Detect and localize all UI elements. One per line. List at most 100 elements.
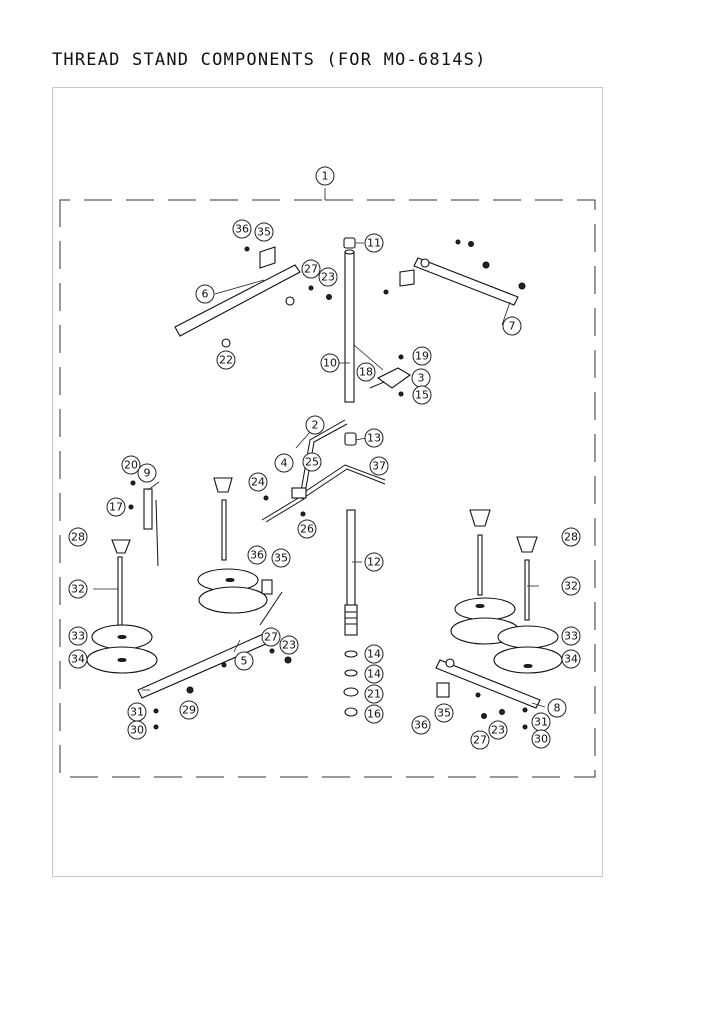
- leader-lines: [93, 242, 546, 708]
- right-spool-holder-b: [493, 536, 563, 674]
- callout-26: 26: [297, 519, 317, 539]
- svg-text:25: 25: [305, 456, 319, 469]
- svg-text:1: 1: [322, 170, 329, 183]
- svg-text:3: 3: [418, 372, 425, 385]
- center-spool-holder: [197, 477, 268, 614]
- svg-text:29: 29: [182, 704, 196, 717]
- svg-text:36: 36: [250, 549, 264, 562]
- callout-31: 31: [531, 712, 551, 732]
- svg-text:20: 20: [124, 459, 138, 472]
- callout-29: 29: [179, 700, 199, 720]
- callout-36: 36: [232, 219, 252, 239]
- upper-right-arm: [383, 239, 526, 306]
- svg-text:27: 27: [264, 631, 278, 644]
- pole-washers: [343, 650, 359, 717]
- callout-28: 28: [68, 527, 88, 547]
- svg-text:14: 14: [367, 648, 381, 661]
- svg-text:23: 23: [491, 724, 505, 737]
- svg-text:10: 10: [323, 357, 337, 370]
- callout-34: 34: [561, 649, 581, 669]
- svg-text:31: 31: [534, 716, 548, 729]
- svg-text:35: 35: [257, 226, 271, 239]
- page-title: THREAD STAND COMPONENTS (FOR MO-6814S): [52, 50, 487, 70]
- svg-text:32: 32: [564, 580, 578, 593]
- svg-text:15: 15: [415, 389, 429, 402]
- svg-text:5: 5: [241, 655, 248, 668]
- callout-17: 17: [106, 497, 126, 517]
- callout-3: 3: [411, 368, 431, 388]
- svg-text:34: 34: [71, 653, 85, 666]
- svg-text:27: 27: [473, 734, 487, 747]
- callout-23: 23: [318, 267, 338, 287]
- svg-text:31: 31: [130, 706, 144, 719]
- callout-35: 35: [271, 548, 291, 568]
- callout-1: 1: [315, 166, 335, 186]
- callout-30: 30: [127, 720, 147, 740]
- svg-text:4: 4: [281, 457, 288, 470]
- callout-27: 27: [301, 259, 321, 279]
- svg-text:37: 37: [372, 460, 386, 473]
- callout-31: 31: [127, 702, 147, 722]
- callout-33: 33: [561, 626, 581, 646]
- callout-21: 21: [364, 684, 384, 704]
- svg-text:6: 6: [202, 288, 209, 301]
- callout-20: 20: [121, 455, 141, 475]
- callout-10: 10: [320, 353, 340, 373]
- svg-text:14: 14: [367, 668, 381, 681]
- callout-9: 9: [137, 463, 157, 483]
- svg-text:28: 28: [71, 531, 85, 544]
- assembly-boundary: [59, 199, 596, 778]
- callout-7: 7: [502, 316, 522, 336]
- callout-12: 12: [364, 552, 384, 572]
- svg-text:33: 33: [71, 630, 85, 643]
- callout-35: 35: [434, 703, 454, 723]
- callout-34: 34: [68, 649, 88, 669]
- svg-text:13: 13: [367, 432, 381, 445]
- svg-text:35: 35: [274, 552, 288, 565]
- pole-bracket: [369, 354, 412, 397]
- svg-text:19: 19: [415, 350, 429, 363]
- svg-text:30: 30: [534, 733, 548, 746]
- callout-6: 6: [195, 284, 215, 304]
- svg-text:26: 26: [300, 523, 314, 536]
- svg-text:32: 32: [71, 583, 85, 596]
- callout-25: 25: [302, 452, 322, 472]
- svg-text:2: 2: [312, 419, 319, 432]
- callout-14: 14: [364, 644, 384, 664]
- svg-text:18: 18: [359, 366, 373, 379]
- callout-37: 37: [369, 456, 389, 476]
- svg-text:12: 12: [367, 556, 381, 569]
- callout-18: 18: [356, 362, 376, 382]
- left-spool-post: [128, 480, 159, 567]
- right-spool-holder-a: [450, 509, 520, 645]
- upper-pole: [343, 237, 356, 403]
- svg-text:28: 28: [564, 531, 578, 544]
- callout-32: 32: [68, 579, 88, 599]
- svg-text:21: 21: [367, 688, 381, 701]
- left-spool-holder: [86, 539, 158, 674]
- lower-right-arm: [435, 658, 541, 730]
- callout-36: 36: [411, 715, 431, 735]
- svg-text:7: 7: [509, 320, 516, 333]
- callout-15: 15: [412, 385, 432, 405]
- callout-2: 2: [305, 415, 325, 435]
- callout-36: 36: [247, 545, 267, 565]
- svg-text:35: 35: [437, 707, 451, 720]
- svg-text:34: 34: [564, 653, 578, 666]
- callout-35: 35: [254, 222, 274, 242]
- svg-text:30: 30: [130, 724, 144, 737]
- upper-left-arm: [174, 246, 332, 348]
- callout-28: 28: [561, 527, 581, 547]
- svg-text:17: 17: [109, 501, 123, 514]
- callout-23: 23: [279, 635, 299, 655]
- svg-text:23: 23: [321, 271, 335, 284]
- svg-text:33: 33: [564, 630, 578, 643]
- svg-text:8: 8: [554, 702, 561, 715]
- callout-27: 27: [261, 627, 281, 647]
- svg-text:16: 16: [367, 708, 381, 721]
- callout-27: 27: [470, 730, 490, 750]
- svg-text:11: 11: [367, 237, 381, 250]
- svg-text:36: 36: [235, 223, 249, 236]
- callout-23: 23: [488, 720, 508, 740]
